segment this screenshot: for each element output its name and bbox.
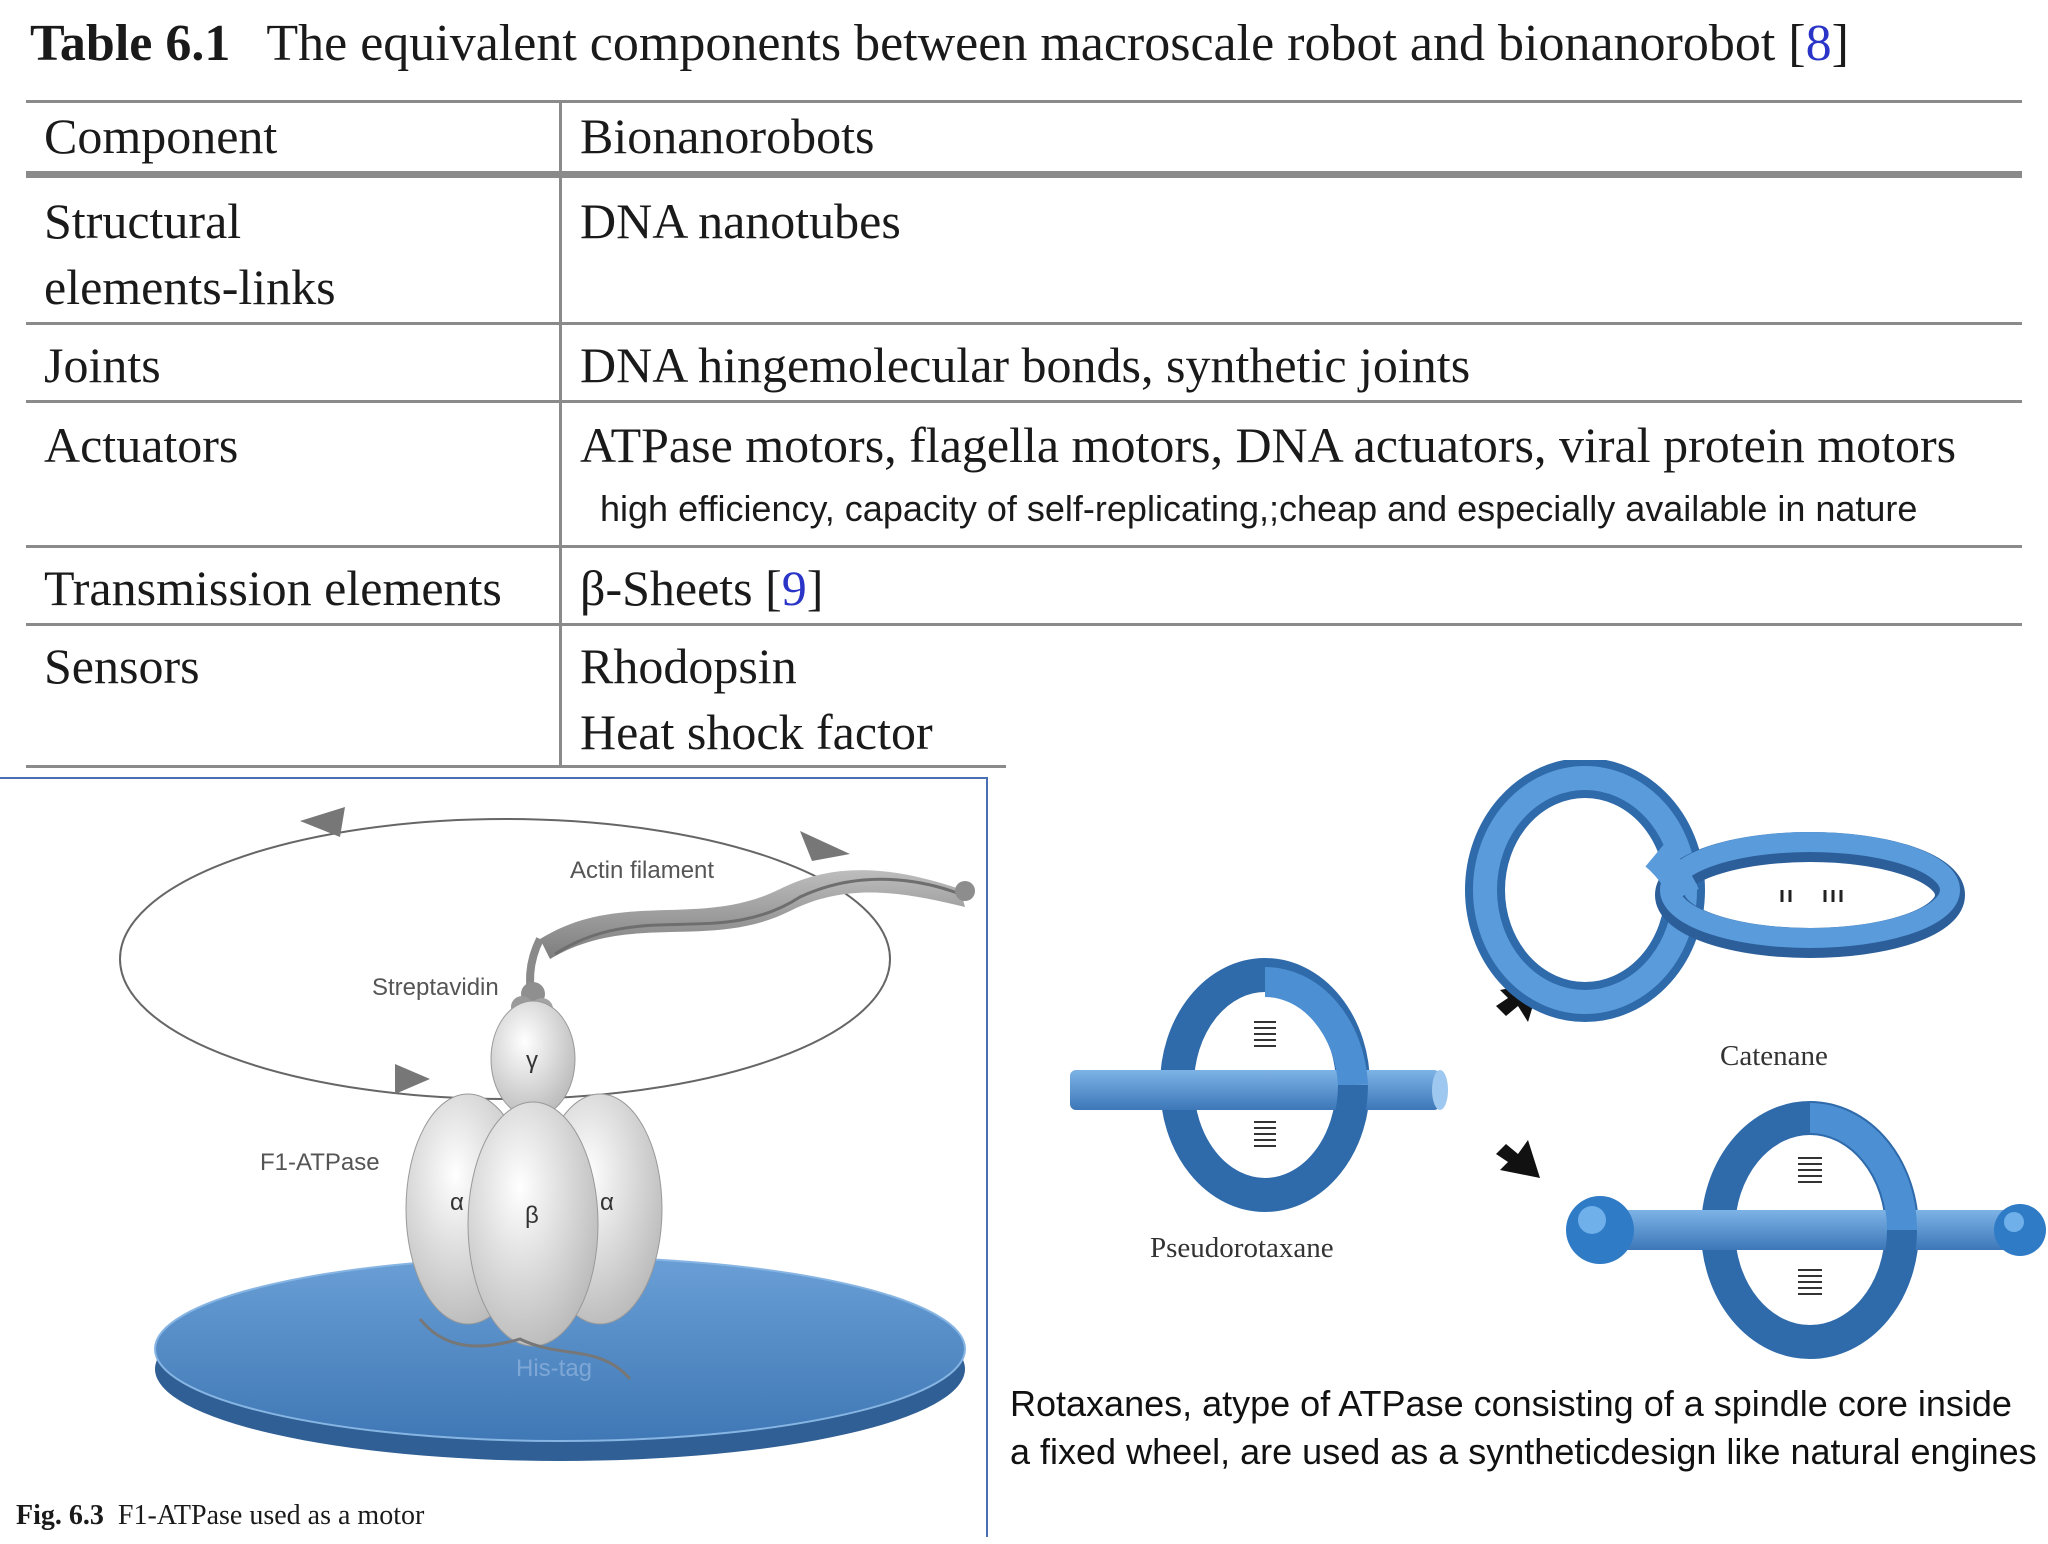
table-row-divider bbox=[26, 322, 2022, 325]
table-bottom-rule bbox=[26, 765, 1006, 768]
table-cell-component: Joints bbox=[44, 337, 161, 393]
table-row-divider bbox=[26, 400, 2022, 403]
table-row-divider bbox=[26, 545, 2022, 548]
his-tag-label: His-tag bbox=[516, 1355, 593, 1382]
arrow-icon bbox=[395, 1064, 430, 1094]
table-cell-component: elements-links bbox=[44, 259, 336, 315]
beta-label: β bbox=[525, 1202, 539, 1229]
rotaxane bbox=[1566, 1101, 2046, 1359]
table-cell-component: Transmission elements bbox=[44, 560, 502, 616]
table-caption: Table 6.1 The equivalent components betwe… bbox=[30, 14, 1849, 73]
table-cell-value-end: ] bbox=[806, 560, 824, 616]
table-cell-value: DNA nanotubes bbox=[580, 193, 901, 249]
arrow-down-right-icon bbox=[1496, 1140, 1540, 1178]
table-caption-label: Table 6.1 bbox=[30, 15, 231, 72]
table-cell-value: Heat shock factor bbox=[580, 704, 933, 760]
table-top-rule bbox=[26, 100, 2022, 103]
catenane bbox=[1465, 760, 1965, 1022]
table-cell-value: ATPase motors, flagella motors, DNA actu… bbox=[580, 417, 1957, 473]
figure-caption: Fig. 6.3 F1-ATPase used as a motor bbox=[16, 1500, 424, 1532]
gamma-label: γ bbox=[526, 1047, 538, 1074]
actuators-note: high efficiency, capacity of self-replic… bbox=[600, 488, 1918, 529]
actin-filament bbox=[526, 870, 975, 1011]
table-cell-value-text: β-Sheets [ bbox=[580, 560, 782, 616]
table-row-divider bbox=[26, 623, 2022, 626]
table-cell-value: β-Sheets [9] bbox=[580, 555, 823, 621]
f1-atpase-label: F1-ATPase bbox=[260, 1149, 380, 1176]
table-ref-link[interactable]: 9 bbox=[781, 560, 807, 616]
figure-caption-text: F1-ATPase used as a motor bbox=[117, 1500, 425, 1531]
pseudorotaxane bbox=[1070, 958, 1448, 1212]
table-cell-value: Rhodopsin bbox=[580, 638, 797, 694]
table-cell-component: Structural bbox=[44, 193, 242, 249]
table-cell-component: Actuators bbox=[44, 417, 239, 473]
table-cell-component: Sensors bbox=[44, 638, 200, 694]
actin-filament-label: Actin filament bbox=[570, 857, 715, 884]
table-header-component: Component bbox=[44, 108, 278, 164]
table-header-bionanorobots: Bionanorobots bbox=[580, 108, 875, 164]
figure-f1-atpase-panel: Actin filament Streptavidin γ F1-ATPase … bbox=[0, 777, 988, 1537]
catenane-label: Catenane bbox=[1720, 1040, 1828, 1072]
arrow-icon bbox=[300, 807, 345, 837]
his-tag-strand bbox=[418, 1318, 632, 1380]
table-caption-end: ] bbox=[1831, 15, 1849, 72]
table-caption-ref-link[interactable]: 8 bbox=[1805, 15, 1832, 72]
table-cell-value: DNA hingemolecular bonds, synthetic join… bbox=[580, 337, 1471, 393]
table-caption-text: The equivalent components between macros… bbox=[266, 15, 1806, 72]
alpha-right-label: α bbox=[600, 1189, 614, 1216]
alpha-left-label: α bbox=[450, 1189, 464, 1216]
rotaxane-description: Rotaxanes, atype of ATPase consisting of… bbox=[1010, 1383, 2037, 1472]
table-column-divider bbox=[559, 100, 562, 768]
figure-caption-label: Fig. 6.3 bbox=[16, 1500, 104, 1531]
f1-atpase-illustration bbox=[119, 807, 975, 1461]
streptavidin-label: Streptavidin bbox=[372, 974, 499, 1001]
rotaxane-diagram bbox=[1070, 760, 2046, 1359]
pseudorotaxane-label: Pseudorotaxane bbox=[1150, 1232, 1334, 1264]
table-header-rule bbox=[26, 171, 2022, 178]
beta-subunit bbox=[467, 1101, 599, 1347]
arrow-icon bbox=[800, 831, 850, 861]
